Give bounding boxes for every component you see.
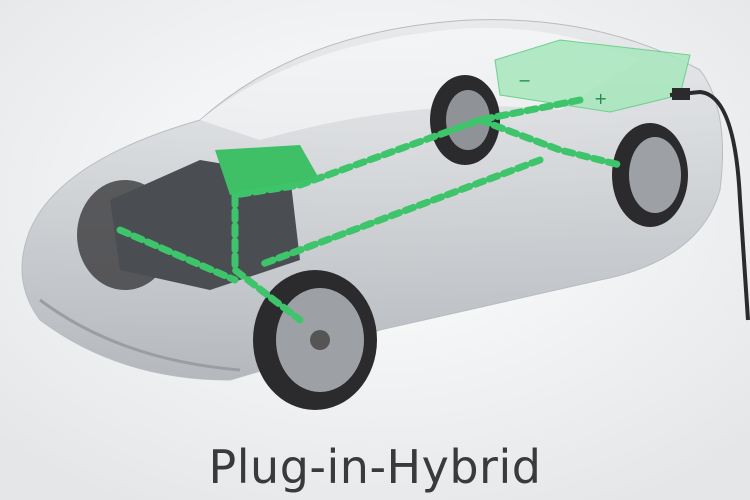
battery-minus-label: − [518, 71, 531, 90]
wheels [77, 75, 688, 410]
title: Plug-in-Hybrid [208, 440, 542, 494]
battery-plus-label: + [594, 89, 607, 108]
energy-flow-arrows [116, 96, 624, 324]
charging-plug [669, 88, 750, 321]
